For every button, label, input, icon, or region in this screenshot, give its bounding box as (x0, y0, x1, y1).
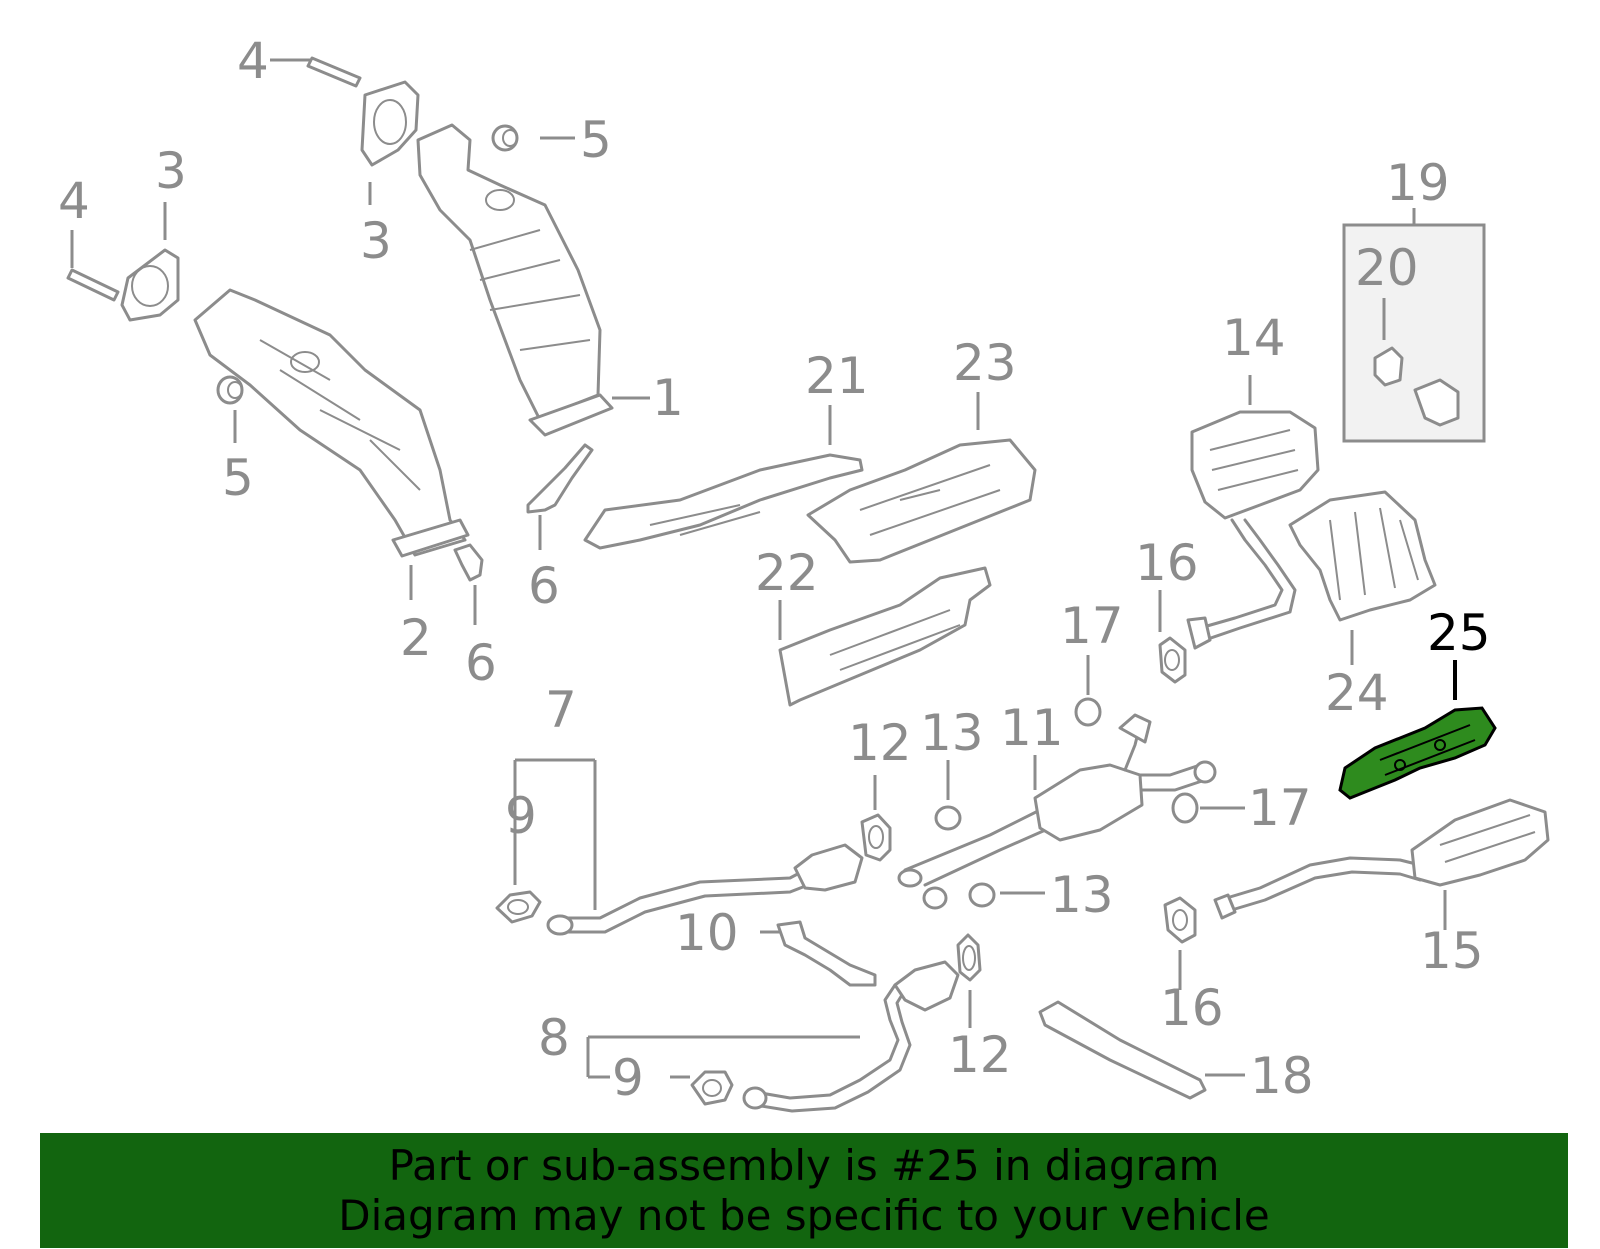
callout-6-upper: 6 (528, 557, 560, 615)
callout-5-upper: 5 (580, 111, 612, 169)
callout-19: 19 (1386, 154, 1450, 212)
part-13-nut-upper (934, 805, 962, 831)
part-25-heat-shield-highlighted (1338, 706, 1497, 800)
callout-6-lower: 6 (465, 634, 497, 692)
callout-5-lower: 5 (222, 449, 254, 507)
callout-3-lower: 3 (155, 142, 187, 200)
callout-13-lower: 13 (1050, 866, 1114, 924)
part-8-front-pipe-lower (742, 960, 960, 1113)
callout-13-upper: 13 (920, 704, 984, 762)
callout-12-lower: 12 (948, 1026, 1012, 1084)
part-17-hanger-upper (1074, 697, 1102, 727)
callout-24: 24 (1325, 664, 1389, 722)
part-10-bracket (776, 920, 877, 987)
part-2-converter-lower (193, 288, 470, 558)
callout-16-lower: 16 (1160, 979, 1224, 1037)
part-20-hanger (1373, 346, 1460, 427)
info-banner: Part or sub-assembly is #25 in diagram D… (40, 1133, 1568, 1248)
part-16-gasket-lower (1163, 896, 1197, 944)
part-23-heat-shield (806, 438, 1037, 564)
callout-25: 25 (1427, 604, 1491, 662)
callout-22: 22 (755, 544, 819, 602)
part-6-bracket-lower (453, 543, 484, 582)
callout-12-upper: 12 (848, 714, 912, 772)
callout-7: 7 (545, 681, 577, 739)
part-22-heat-shield (778, 566, 992, 707)
callout-17-upper: 17 (1060, 597, 1124, 655)
callout-14: 14 (1222, 309, 1286, 367)
part-3-gasket-upper (360, 80, 420, 167)
banner-line-part-number: Part or sub-assembly is #25 in diagram (388, 1141, 1220, 1190)
callout-9-upper: 9 (505, 787, 537, 845)
part-24-heat-shield (1288, 490, 1437, 622)
leader-lines (70, 58, 1457, 1079)
part-9-gasket-upper (495, 890, 542, 924)
callout-2: 2 (400, 609, 432, 667)
callout-1: 1 (652, 369, 684, 427)
callout-17-lower: 17 (1248, 779, 1312, 837)
part-11-center-pipe (897, 713, 1217, 910)
callout-9-lower: 9 (612, 1049, 644, 1107)
part-7-front-pipe (546, 843, 864, 936)
callout-8: 8 (538, 1009, 570, 1067)
part-5-nut-lower (216, 375, 244, 405)
callout-10: 10 (675, 904, 739, 962)
part-16-gasket-upper (1158, 636, 1187, 684)
callout-21: 21 (805, 347, 869, 405)
part-1-converter-upper (416, 123, 614, 437)
callout-3-upper: 3 (360, 212, 392, 270)
callout-20: 20 (1355, 239, 1419, 297)
callout-16-upper: 16 (1135, 534, 1199, 592)
part-4-stud-upper (306, 56, 362, 88)
part-13-nut-lower (968, 882, 996, 908)
part-5-nut-upper (491, 124, 519, 152)
callout-labels: 4 3 3 4 5 5 1 6 2 6 21 23 22 14 19 20 24… (58, 32, 1491, 1107)
part-6-bracket-upper (526, 443, 594, 514)
part-9-gasket-lower (690, 1070, 734, 1106)
part-14-muffler (1186, 410, 1320, 650)
callout-18: 18 (1250, 1047, 1314, 1105)
callout-23: 23 (953, 334, 1017, 392)
part-21-heat-shield (583, 453, 864, 550)
part-17-hanger-lower (1171, 792, 1199, 824)
banner-line-disclaimer: Diagram may not be specific to your vehi… (338, 1191, 1270, 1240)
part-15-rear-muffler (1213, 798, 1550, 920)
part-18-strap (1038, 1000, 1207, 1100)
part-3-gasket-lower (120, 248, 180, 322)
callout-15: 15 (1420, 922, 1484, 980)
part-12-gasket-upper (860, 813, 892, 862)
part-4-stud-lower (66, 268, 120, 302)
part-12-gasket-lower (956, 933, 982, 982)
callout-4-upper: 4 (237, 32, 269, 90)
callout-11: 11 (1000, 699, 1064, 757)
callout-4-lower: 4 (58, 172, 90, 230)
